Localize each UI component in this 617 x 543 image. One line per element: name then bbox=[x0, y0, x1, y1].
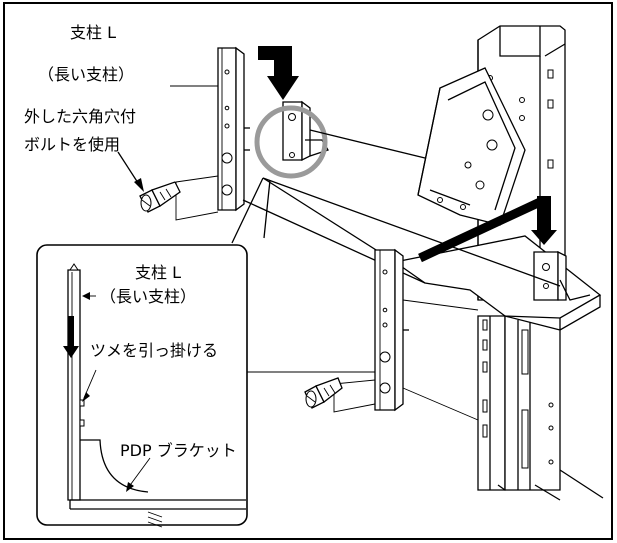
guide-line bbox=[402, 387, 479, 421]
down-arrow-icon bbox=[258, 46, 299, 100]
guide-line bbox=[175, 182, 219, 221]
guide-line bbox=[262, 177, 396, 263]
label-bracket: PDP ブラケット bbox=[120, 441, 237, 460]
label-post-l-top: 支柱 L bbox=[70, 23, 116, 42]
label-post-l-inset: 支柱 L bbox=[135, 263, 181, 282]
guide-line bbox=[402, 299, 479, 311]
highlight-circle bbox=[254, 105, 328, 179]
label-post-l-top-sub: （長い支柱） bbox=[38, 65, 134, 84]
diagram-frame bbox=[3, 2, 613, 540]
label-hook-note: ツメを引っ掛ける bbox=[90, 341, 218, 360]
post-l-upper bbox=[217, 46, 250, 212]
guide-line bbox=[262, 177, 561, 287]
guide-line bbox=[175, 175, 219, 183]
bolt-callout bbox=[117, 151, 144, 192]
post-l-lower bbox=[374, 248, 409, 412]
label-post-l-inset-sub: （長い支柱） bbox=[100, 287, 196, 306]
label-bolt-line2: ボルトを使用 bbox=[24, 135, 120, 154]
guide-line bbox=[309, 129, 426, 159]
bolt-icon bbox=[139, 181, 181, 213]
label-bolt-line1: 外した六角穴付 bbox=[24, 107, 136, 126]
detail-inset bbox=[36, 177, 271, 528]
upper-bracket bbox=[254, 100, 329, 179]
right-bracket bbox=[533, 250, 591, 301]
bolt-icon bbox=[304, 377, 343, 409]
l-arrow-icon bbox=[418, 196, 557, 263]
display-stand bbox=[393, 25, 604, 501]
